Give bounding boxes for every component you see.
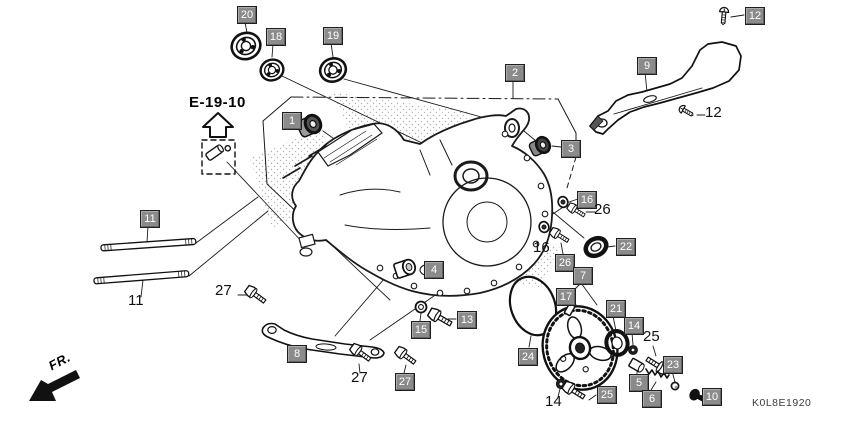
oil-seal-21 xyxy=(604,329,630,357)
callout-18-boxed: 18 xyxy=(266,28,286,46)
diagram-code-label: K0L8E1920 xyxy=(752,397,812,409)
callout-26-plain: 26 xyxy=(594,201,611,218)
callout-20-boxed: 20 xyxy=(237,6,257,24)
callout-6-boxed: 6 xyxy=(642,390,662,408)
spring-6 xyxy=(645,368,670,379)
bushing-3 xyxy=(528,135,552,157)
fr-direction-arrow xyxy=(29,370,80,401)
callout-3-boxed: 3 xyxy=(561,140,581,158)
plate-7 xyxy=(541,305,619,391)
callout-22-boxed: 22 xyxy=(616,238,636,256)
collar-5 xyxy=(628,357,645,373)
callout-27-plain: 27 xyxy=(215,282,232,299)
callout-1-boxed: 1 xyxy=(282,112,302,130)
callout-16-plain: 16 xyxy=(533,239,550,256)
washer-15 xyxy=(414,300,428,314)
callout-24-boxed: 24 xyxy=(518,348,538,366)
callout-14-boxed: 14 xyxy=(624,317,644,335)
callout-16-boxed: 16 xyxy=(577,191,597,209)
callout-8-boxed: 8 xyxy=(287,345,307,363)
callout-9-boxed: 9 xyxy=(637,57,657,75)
callout-2-boxed: 2 xyxy=(505,64,525,82)
callout-11-boxed: 11 xyxy=(140,210,160,228)
callout-5-boxed: 5 xyxy=(629,374,649,392)
bracket-9 xyxy=(589,41,742,135)
callout-26-boxed: 26 xyxy=(555,254,575,272)
oil-seal-22 xyxy=(583,235,609,259)
reference-pin xyxy=(205,144,232,161)
callout-27-boxed: 27 xyxy=(395,373,415,391)
callout-17-boxed: 17 xyxy=(556,288,576,306)
callout-21-boxed: 21 xyxy=(606,300,626,318)
washer-16-b xyxy=(538,220,550,234)
e19-10-dashed-box xyxy=(201,139,236,175)
callout-15-boxed: 15 xyxy=(411,321,431,339)
callout-27-plain: 27 xyxy=(351,369,368,386)
e19-10-up-arrow xyxy=(202,112,234,138)
callout-12-boxed: 12 xyxy=(745,7,765,25)
callout-14-plain: 14 xyxy=(545,393,562,410)
callout-25-plain: 25 xyxy=(643,328,660,345)
callout-23-boxed: 23 xyxy=(663,356,683,374)
callout-4-boxed: 4 xyxy=(424,261,444,279)
callout-19-boxed: 19 xyxy=(323,27,343,45)
bearing-18 xyxy=(259,58,285,82)
bearing-19 xyxy=(318,57,348,83)
washer-14-a xyxy=(628,345,638,355)
washer-16-a xyxy=(557,195,569,209)
callout-25-boxed: 25 xyxy=(597,386,617,404)
ball-23 xyxy=(670,381,680,391)
callout-7-boxed: 7 xyxy=(573,267,593,285)
collar-4 xyxy=(393,258,417,279)
bearing-20 xyxy=(230,31,262,61)
callout-11-plain: 11 xyxy=(128,292,144,309)
callout-13-boxed: 13 xyxy=(457,311,477,329)
callout-12-plain: 12 xyxy=(705,104,722,121)
callout-10-boxed: 10 xyxy=(702,388,722,406)
section-reference-label: E-19-10 xyxy=(189,94,246,111)
